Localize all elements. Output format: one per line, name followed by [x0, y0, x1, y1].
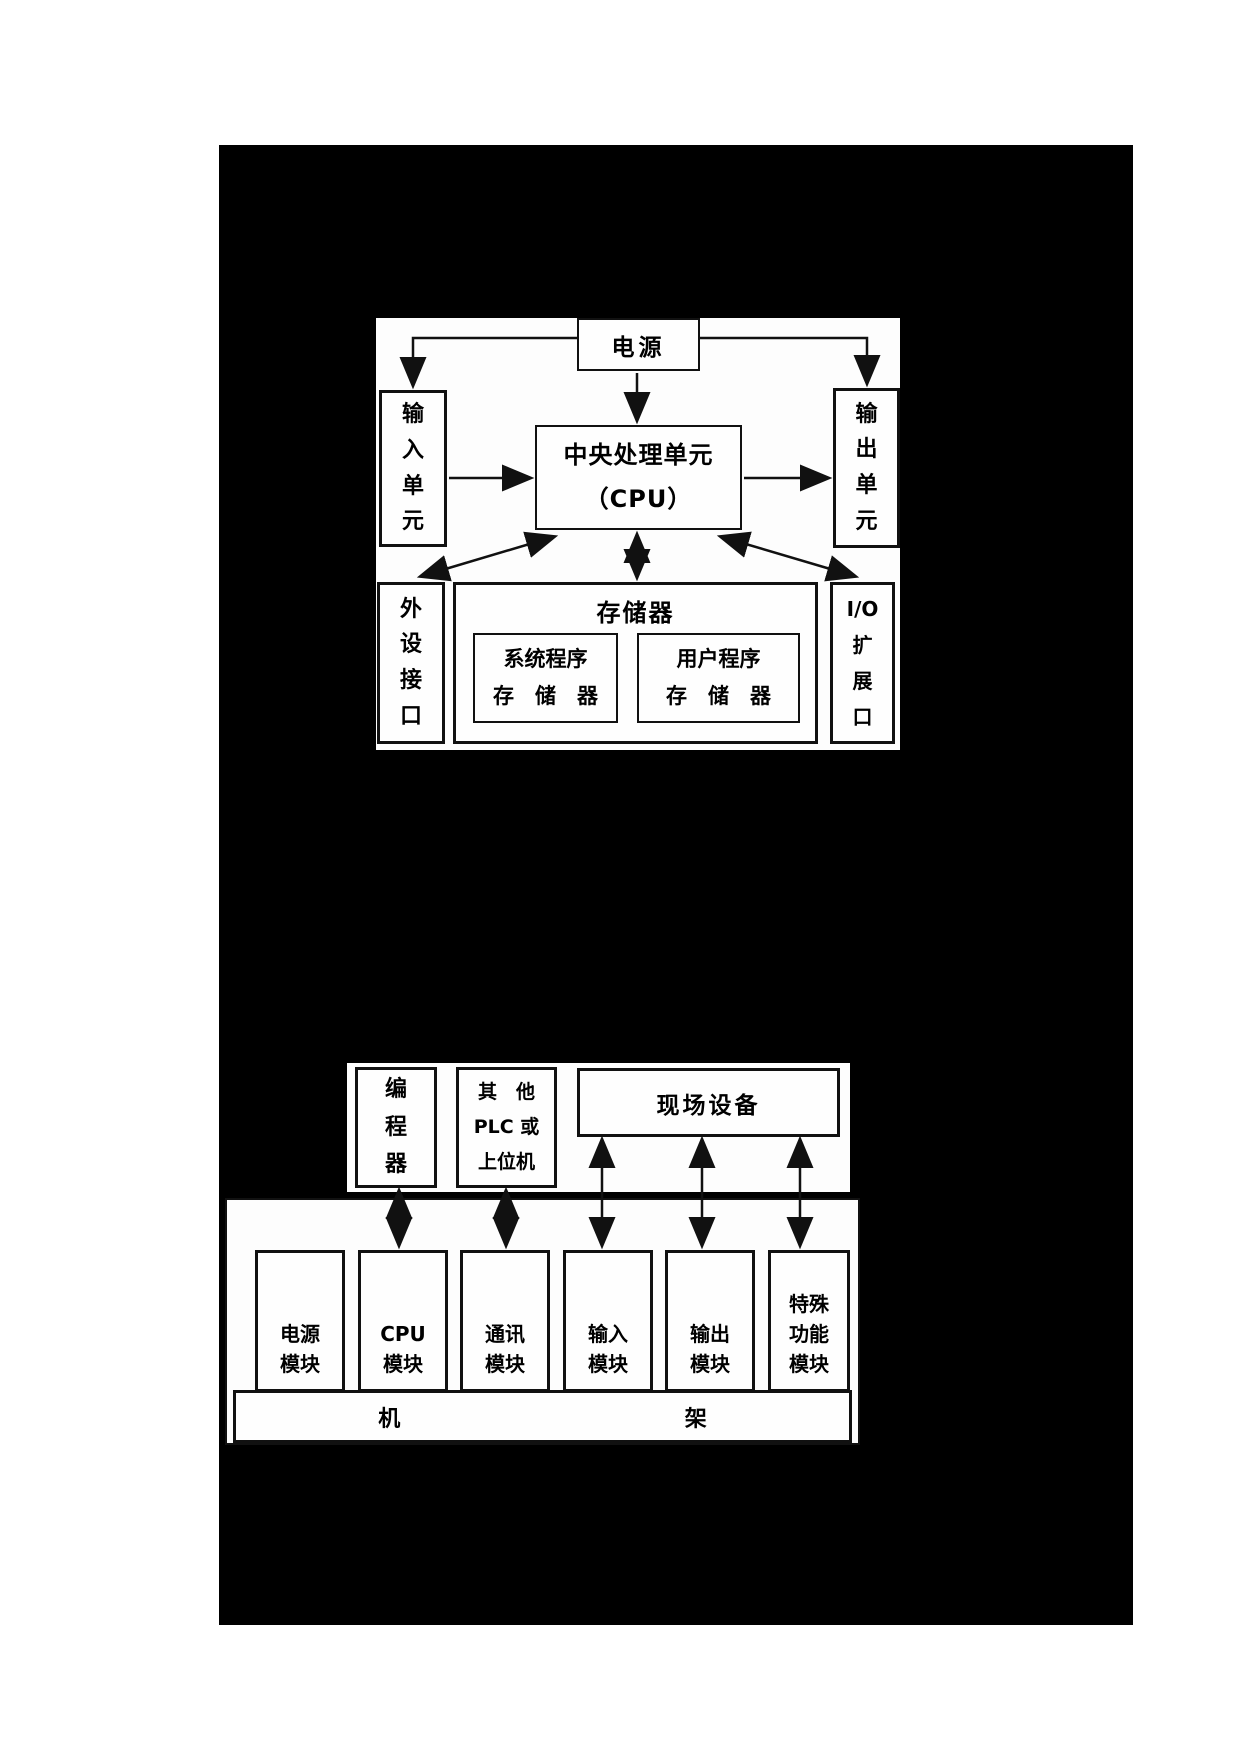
module-special-function-box: 特殊 功能 模块: [768, 1250, 850, 1392]
module-communication-box: 通讯 模块: [460, 1250, 550, 1392]
other-plc-host-box: 其 他 PLC 或 上位机: [456, 1067, 557, 1188]
module-cpu-box: CPU 模块: [358, 1250, 448, 1392]
module-cpu-label: CPU 模块: [380, 1322, 426, 1376]
user-program-memory-label: 用户程序 存 储 器: [666, 647, 771, 708]
peripheral-port-label: 外 设 接 口: [399, 596, 422, 729]
memory-box: 存储器 系统程序 存 储 器 用户程序 存 储 器: [453, 582, 818, 744]
field-devices-box: 现场设备: [577, 1068, 840, 1137]
input-unit-box: 输 入 单 元: [379, 390, 447, 547]
module-special-function-label: 特殊 功能 模块: [789, 1292, 829, 1376]
rack-label-left: 机: [378, 1406, 401, 1432]
module-output-box: 输出 模块: [665, 1250, 755, 1392]
module-power-label: 电源 模块: [280, 1322, 320, 1376]
memory-title: 存储器: [596, 599, 675, 627]
cpu-label: 中央处理单元 （CPU）: [563, 441, 714, 513]
input-unit-label: 输 入 单 元: [401, 402, 424, 535]
rack-label-right: 架: [684, 1406, 707, 1432]
programmer-box: 编 程 器: [355, 1067, 437, 1188]
system-program-memory-label: 系统程序 存 储 器: [493, 647, 598, 708]
module-input-box: 输入 模块: [563, 1250, 653, 1392]
rack-bar: 机 架: [233, 1390, 852, 1443]
module-power-box: 电源 模块: [255, 1250, 345, 1392]
module-input-label: 输入 模块: [588, 1322, 628, 1376]
module-output-label: 输出 模块: [690, 1322, 730, 1376]
output-unit-box: 输 出 单 元: [833, 388, 900, 548]
power-supply-label: 电源: [611, 334, 666, 361]
other-plc-host-label: 其 他 PLC 或 上位机: [473, 1080, 540, 1174]
user-program-memory-box: 用户程序 存 储 器: [637, 633, 800, 723]
programmer-label: 编 程 器: [384, 1077, 407, 1178]
cpu-box: 中央处理单元 （CPU）: [535, 425, 742, 530]
module-communication-label: 通讯 模块: [485, 1322, 525, 1376]
output-unit-label: 输 出 单 元: [855, 401, 878, 534]
field-devices-label: 现场设备: [656, 1092, 761, 1119]
peripheral-port-box: 外 设 接 口: [377, 582, 445, 744]
io-expansion-port-label: I/O 扩 展 口: [846, 597, 879, 729]
io-expansion-port-box: I/O 扩 展 口: [830, 582, 895, 744]
power-supply-box: 电源: [577, 318, 700, 371]
system-program-memory-box: 系统程序 存 储 器: [473, 633, 618, 723]
